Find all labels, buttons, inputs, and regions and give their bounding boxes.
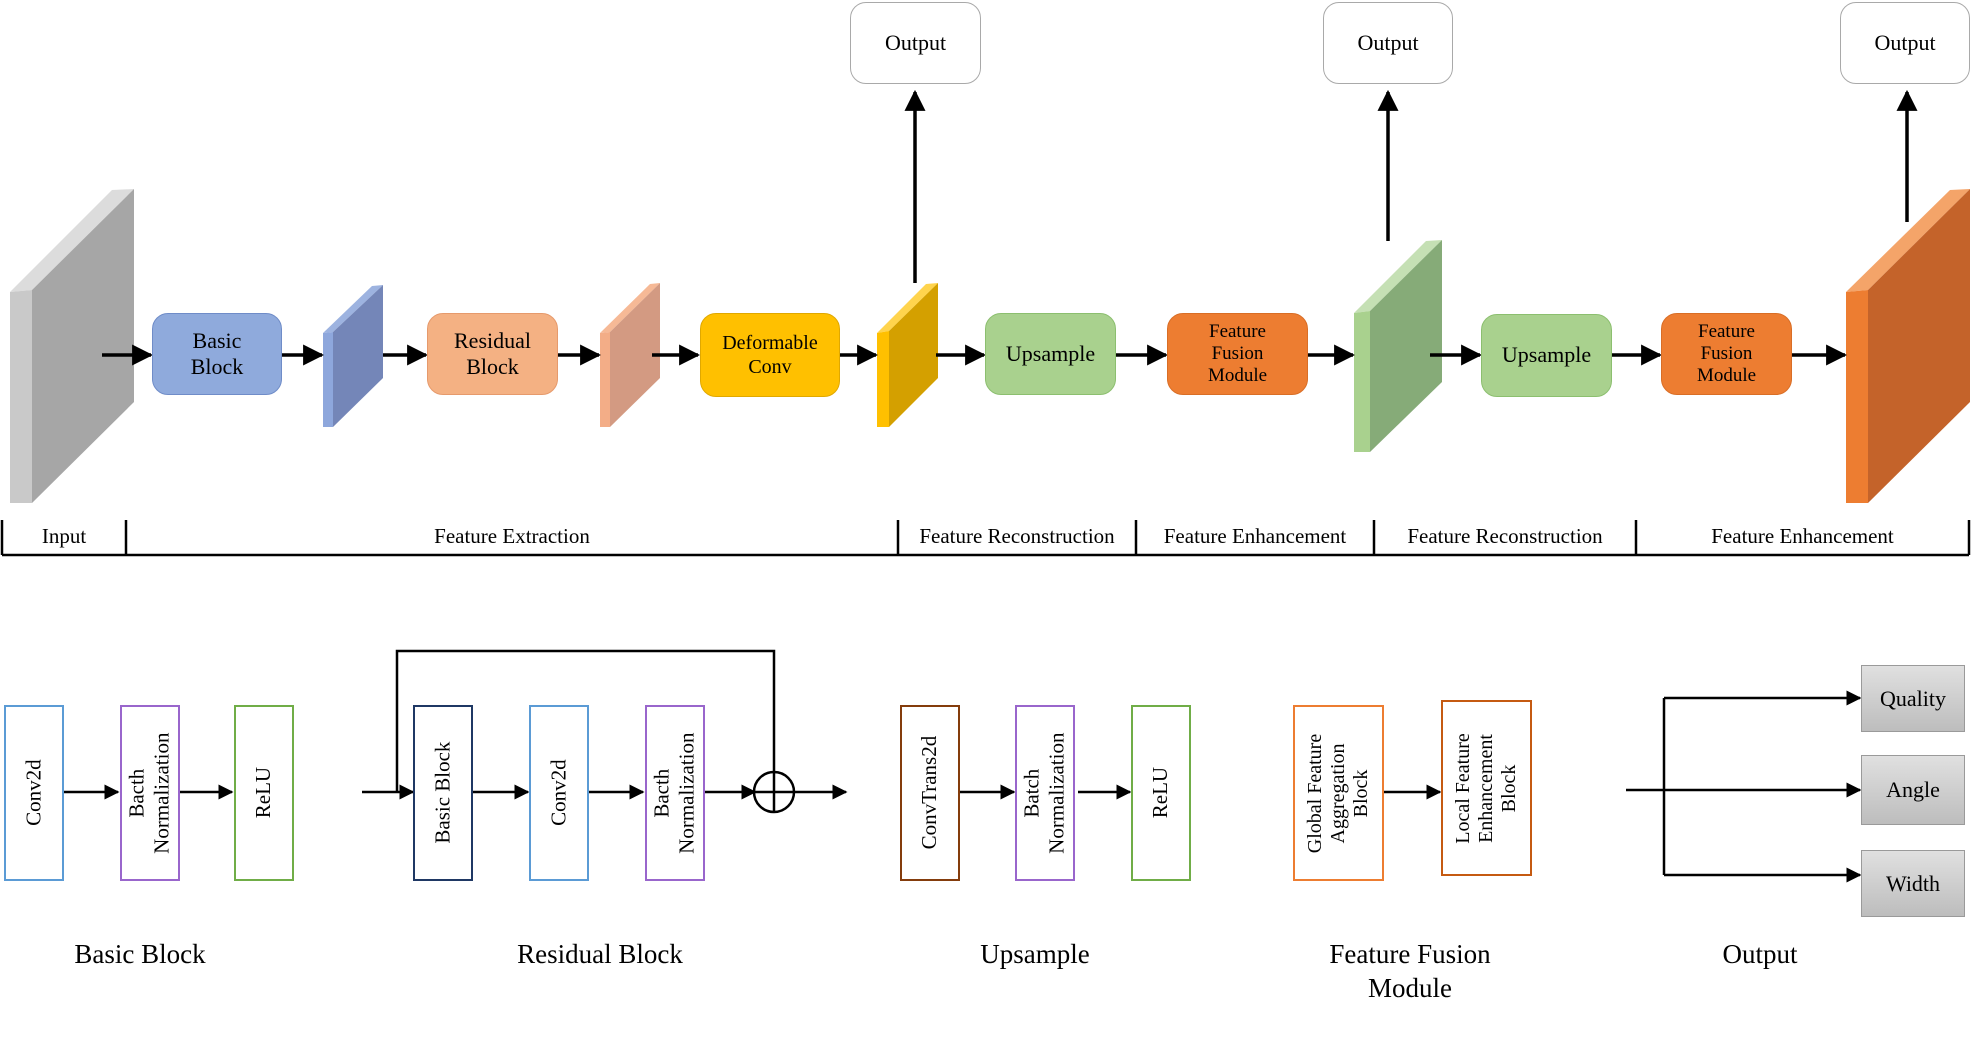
residual-detail-normalization: Bacth Normalization	[645, 705, 705, 881]
upsample-detail-relu-label: ReLU	[1148, 767, 1173, 819]
reconstruction-feature-map	[1354, 240, 1442, 452]
output-box-2[interactable]: Output	[1323, 2, 1453, 84]
fusion-detail-global-aggregation-label: Global Feature Aggregation Block	[1304, 733, 1372, 853]
upsample-detail-relu: ReLU	[1131, 705, 1191, 881]
output-width-label: Width	[1885, 870, 1941, 896]
section-feature-reconstruction-1: Feature Reconstruction	[919, 524, 1115, 548]
basic-detail-relu: ReLU	[234, 705, 294, 881]
section-bracket	[0, 520, 1971, 557]
final-feature-map	[1846, 189, 1970, 503]
output-quality-box: Quality	[1861, 665, 1965, 732]
section-feature-enhancement-2: Feature Enhancement	[1711, 524, 1894, 548]
output-caption: Output	[1722, 939, 1798, 969]
input-feature-map	[10, 189, 134, 503]
upsample-detail-normalization: Batch Normalization	[1015, 705, 1075, 881]
basic-block-caption: Basic Block	[74, 939, 206, 969]
section-input: Input	[41, 524, 87, 548]
basic-detail-normalization: Bacth Normalization	[120, 705, 180, 881]
feature-fusion-node-1[interactable]: Feature Fusion Module	[1167, 313, 1308, 395]
residual-block-caption: Residual Block	[517, 939, 683, 969]
output-width-box: Width	[1861, 850, 1965, 917]
fusion-detail-global-aggregation: Global Feature Aggregation Block	[1293, 705, 1384, 881]
basic-detail-relu-label: ReLU	[251, 767, 276, 819]
upsample-caption: Upsample	[980, 939, 1090, 969]
residual-block-node[interactable]: Residual Block	[427, 313, 558, 395]
feature-fusion-label-1: Feature Fusion Module	[1207, 321, 1268, 386]
output-angle-box: Angle	[1861, 755, 1965, 825]
basic-detail-normalization-label: Bacth Normalization	[124, 732, 175, 854]
residual-detail-conv2d-label: Conv2d	[546, 759, 571, 827]
upsample-detail-normalization-label: Batch Normalization	[1019, 732, 1070, 854]
residual-detail-normalization-label: Bacth Normalization	[649, 732, 700, 854]
residual-detail-conv2d: Conv2d	[529, 705, 589, 881]
basic-detail-conv2d: Conv2d	[4, 705, 64, 881]
deformable-conv-node[interactable]: Deformable Conv	[700, 313, 840, 397]
output-box-1[interactable]: Output	[850, 2, 981, 84]
upsample-label-2: Upsample	[1501, 342, 1592, 368]
upsample-label-1: Upsample	[1005, 340, 1096, 366]
section-feature-reconstruction-2: Feature Reconstruction	[1407, 524, 1603, 548]
output-box-3[interactable]: Output	[1840, 2, 1970, 84]
residual-block-feature-map	[600, 283, 660, 427]
residual-detail-basic-block: Basic Block	[413, 705, 473, 881]
basic-block-feature-map	[323, 285, 383, 427]
fusion-detail-local-enhancement: Local Feature Enhancement Block	[1441, 700, 1532, 876]
sum-operator	[752, 770, 796, 814]
pipeline-arrows	[102, 89, 1918, 366]
feature-fusion-label-2: Feature Fusion Module	[1696, 321, 1757, 386]
feature-fusion-node-2[interactable]: Feature Fusion Module	[1661, 313, 1792, 395]
basic-block-node[interactable]: Basic Block	[152, 313, 282, 395]
output-angle-label: Angle	[1886, 777, 1940, 802]
detail-arrows	[64, 649, 1862, 883]
deformable-conv-label: Deformable Conv	[722, 332, 818, 378]
basic-detail-conv2d-label: Conv2d	[21, 759, 46, 827]
residual-detail-basic-block-label: Basic Block	[430, 741, 455, 845]
upsample-detail-convtrans2d-label: ConvTrans2d	[917, 736, 942, 850]
fusion-detail-local-enhancement-label: Local Feature Enhancement Block	[1452, 732, 1520, 844]
residual-block-label: Residual Block	[454, 327, 531, 379]
deformable-conv-feature-map	[877, 283, 938, 427]
basic-block-label: Basic Block	[190, 327, 244, 379]
feature-fusion-caption: Feature Fusion Module	[1329, 939, 1491, 1003]
output-label-2: Output	[1357, 30, 1419, 55]
output-label-3: Output	[1874, 30, 1936, 55]
output-label-1: Output	[884, 30, 947, 55]
upsample-detail-convtrans2d: ConvTrans2d	[900, 705, 960, 881]
upsample-node-1[interactable]: Upsample	[985, 313, 1116, 395]
upsample-node-2[interactable]: Upsample	[1481, 314, 1612, 397]
section-feature-enhancement-1: Feature Enhancement	[1163, 524, 1347, 548]
output-quality-label: Quality	[1880, 685, 1946, 711]
section-feature-extraction: Feature Extraction	[434, 524, 590, 548]
